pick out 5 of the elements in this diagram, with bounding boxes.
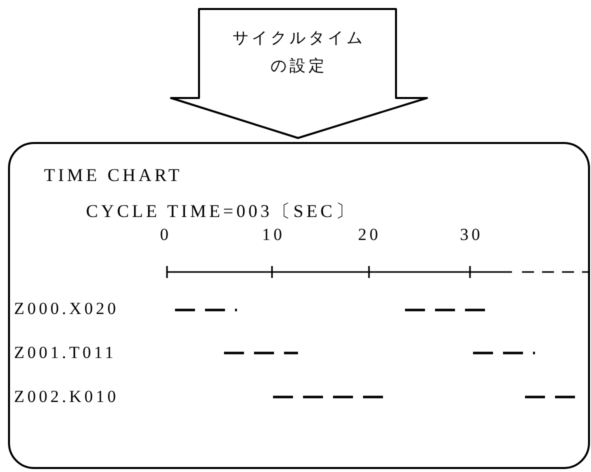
block-arrow bbox=[170, 8, 428, 140]
chart-title: TIME CHART bbox=[44, 164, 182, 186]
screen-panel bbox=[8, 142, 590, 469]
cycle-time-text: CYCLE TIME=003〔SEC〕 bbox=[86, 200, 356, 222]
arrow-label: サイクルタイムの設定 bbox=[232, 27, 366, 77]
